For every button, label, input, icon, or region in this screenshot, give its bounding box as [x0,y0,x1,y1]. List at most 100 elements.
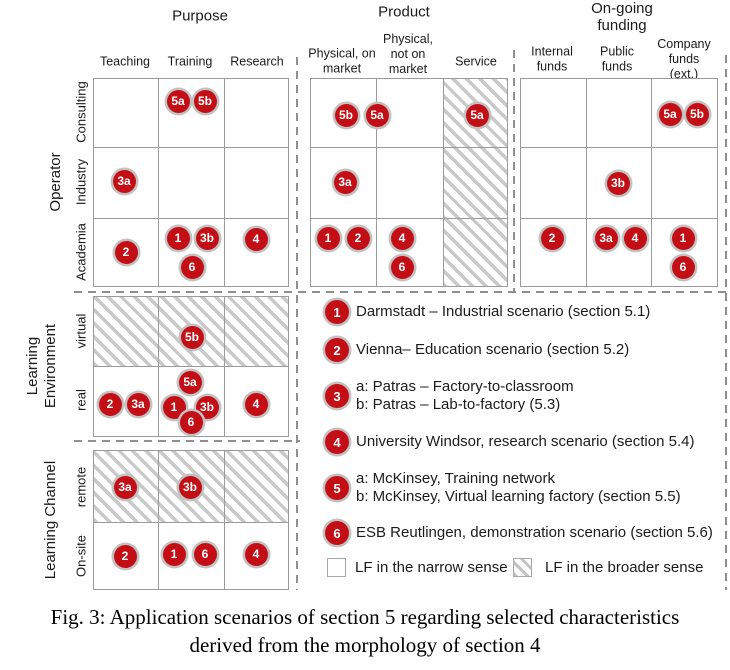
column-header: Research [230,54,284,69]
legend-text-2: Vienna– Education scenario (section 5.2) [356,341,630,358]
legend-key-broader-label: LF in the broader sense [545,559,704,576]
row-label: On-site [73,535,89,577]
scenario-badge-2: 2 [98,392,122,416]
caption-line-2: derived from the morphology of section 4 [189,633,541,657]
scenario-badge-1: 1 [316,226,340,250]
scenario-badge-1: 1 [671,226,695,250]
scenario-badge-5a: 5a [166,89,190,113]
legend-badge-4: 4 [325,430,349,454]
column-group-header-purpose: Purpose [172,7,228,25]
scenario-badge-5b: 5b [685,102,709,126]
legend-key-narrow-box [327,558,346,577]
column-group-header-product: Product [378,3,430,21]
legend-badge-1: 1 [325,300,349,324]
scenario-badge-3a: 3a [126,392,150,416]
caption-line-1: Fig. 3: Application scenarios of section… [50,605,680,629]
scenario-badge-4: 4 [244,392,268,416]
legend-badge-2: 2 [325,338,349,362]
scenario-badge-6: 6 [179,410,203,434]
grid-line-vertical [158,79,159,286]
scenario-badge-3b: 3b [195,226,219,250]
scenario-badge-5a: 5a [178,370,202,394]
grid-line-horizontal [94,218,288,219]
grid-line-horizontal [94,366,288,367]
figure-caption: Fig. 3: Application scenarios of section… [0,603,730,659]
column-header: Internal funds [531,44,573,73]
scenario-badge-1: 1 [162,395,186,419]
grid-line-vertical [224,451,225,589]
scenario-badge-5b: 5b [193,89,217,113]
scenario-badge-4: 4 [390,226,414,250]
grid-line-vertical [443,79,444,286]
row-label: Consulting [73,81,89,143]
legend-key-broader-box [513,558,532,577]
scenario-badge-4: 4 [244,542,268,566]
grid-line-horizontal [521,218,717,219]
grid-line-vertical [224,79,225,286]
scenario-badge-3a: 3a [112,169,136,193]
scenario-badge-4: 4 [623,226,647,250]
scenario-badge-5a: 5a [658,102,682,126]
grid-line-horizontal [311,218,507,219]
scenario-badge-1: 1 [166,226,190,250]
scenario-badge-3a: 3a [333,170,357,194]
grid-line-horizontal [94,522,288,523]
scenario-badge-3a: 3a [594,226,618,250]
grid-line-horizontal [521,147,717,148]
scenario-badge-3b: 3b [178,475,202,499]
column-group-header-funding: On-going funding [591,0,653,34]
dashed-separator-horizontal [74,291,726,293]
scenario-badge-2: 2 [346,226,370,250]
scenario-badge-6: 6 [671,255,695,279]
dashed-separator-vertical [513,50,515,291]
column-header: Teaching [99,54,151,69]
grid-line-vertical [651,79,652,286]
legend-text-3: a: Patras – Factory-to-classroom b: Patr… [356,378,574,413]
scenario-badge-3b: 3b [195,395,219,419]
legend-key-narrow-label: LF in the narrow sense [355,559,508,576]
scenario-badge-2: 2 [540,226,564,250]
row-label: real [73,389,89,411]
dashed-separator-vertical [296,57,298,590]
scenario-badge-2: 2 [113,544,137,568]
grid-line-horizontal [94,147,288,148]
scenario-badge-5b: 5b [334,103,358,127]
column-header: Physical, on market [308,46,376,75]
scenario-badge-5a: 5a [365,103,389,127]
column-header: Company funds (ext.) [657,36,711,81]
grid-line-vertical [586,79,587,286]
legend-text-5: a: McKinsey, Training network b: McKinse… [356,470,681,505]
row-label: Academia [73,223,89,281]
legend-badge-5: 5 [325,476,349,500]
row-group-label: Learning Channel [42,460,59,580]
legend-badge-3: 3 [325,384,349,408]
scenario-badge-5b: 5b [180,325,204,349]
column-header: Public funds [599,44,635,73]
grid-line-vertical [376,79,377,286]
scenario-badge-5a: 5a [465,103,489,127]
row-label: remote [73,466,89,508]
grid-line-vertical [158,451,159,589]
legend-text-6: ESB Reutlingen, demonstration scenario (… [356,524,713,541]
scenario-badge-6: 6 [390,255,414,279]
scenario-badge-2: 2 [114,240,138,264]
scenario-badge-6: 6 [193,542,217,566]
row-group-label: Learning Environment [24,323,59,409]
scenario-badge-6: 6 [180,255,204,279]
scenario-badge-1: 1 [162,542,186,566]
column-header: Training [167,54,213,69]
dashed-separator-horizontal [74,440,300,442]
scenario-badge-3a: 3a [113,475,137,499]
row-group-label: Operator [47,152,64,212]
grid-line-horizontal [311,147,507,148]
column-header: Service [455,54,497,69]
legend-text-1: Darmstadt – Industrial scenario (section… [356,303,651,320]
row-label: Industry [73,158,89,206]
legend-badge-6: 6 [325,521,349,545]
column-header: Physical, not on market [382,31,434,76]
scenario-badge-4: 4 [244,227,268,251]
legend-text-4: University Windsor, research scenario (s… [356,433,695,450]
scenario-badge-3b: 3b [606,171,630,195]
dashed-separator-vertical [725,55,727,590]
